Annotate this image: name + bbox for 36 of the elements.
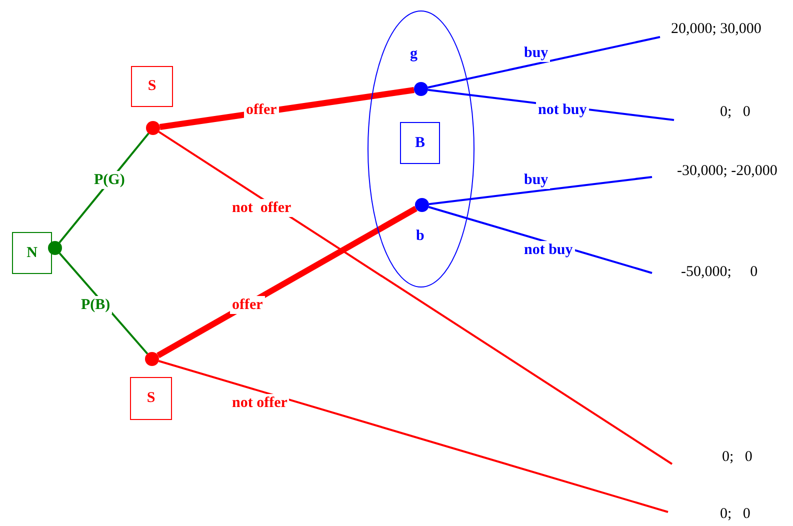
edge-label: P(G) bbox=[92, 171, 127, 189]
branch-line bbox=[156, 206, 418, 358]
edge-label: not offer bbox=[230, 199, 294, 217]
player-box bbox=[400, 122, 440, 164]
edge-label: offer bbox=[244, 101, 279, 119]
decision-node-dot bbox=[48, 241, 62, 255]
decision-node-dot bbox=[146, 121, 160, 135]
player-box bbox=[130, 377, 172, 420]
player-label: S bbox=[146, 389, 156, 408]
branch-line bbox=[158, 130, 673, 465]
decision-node-dot bbox=[414, 82, 428, 96]
edge-label: buy bbox=[522, 171, 550, 189]
decision-node-dot bbox=[415, 198, 429, 212]
player-box bbox=[12, 232, 52, 274]
edge-label: buy bbox=[522, 44, 550, 62]
branch-line bbox=[428, 36, 660, 88]
payoff-text: -50,000; 0 bbox=[681, 263, 758, 281]
player-label: S bbox=[146, 77, 158, 96]
payoff-text: 0; 0 bbox=[722, 448, 752, 466]
edge-label: not buy bbox=[536, 101, 589, 119]
branch-line bbox=[428, 176, 652, 206]
payoff-text: 0; 0 bbox=[720, 103, 750, 121]
payoff-text: 20,000; 30,000 bbox=[671, 20, 762, 38]
node-label: b bbox=[416, 227, 424, 245]
player-label: B bbox=[414, 134, 426, 152]
payoff-text: -30,000; -20,000 bbox=[677, 162, 778, 180]
decision-node-dot bbox=[145, 352, 159, 366]
payoff-text: 0; 0 bbox=[720, 505, 750, 523]
player-label: N bbox=[26, 244, 38, 262]
edge-label: offer bbox=[230, 296, 265, 314]
edge-label: P(B) bbox=[79, 296, 112, 314]
player-box bbox=[131, 66, 173, 107]
edge-label: not buy bbox=[522, 241, 575, 259]
node-label: g bbox=[410, 45, 418, 63]
information-set-ellipse bbox=[367, 10, 475, 288]
branch-line bbox=[158, 360, 668, 513]
